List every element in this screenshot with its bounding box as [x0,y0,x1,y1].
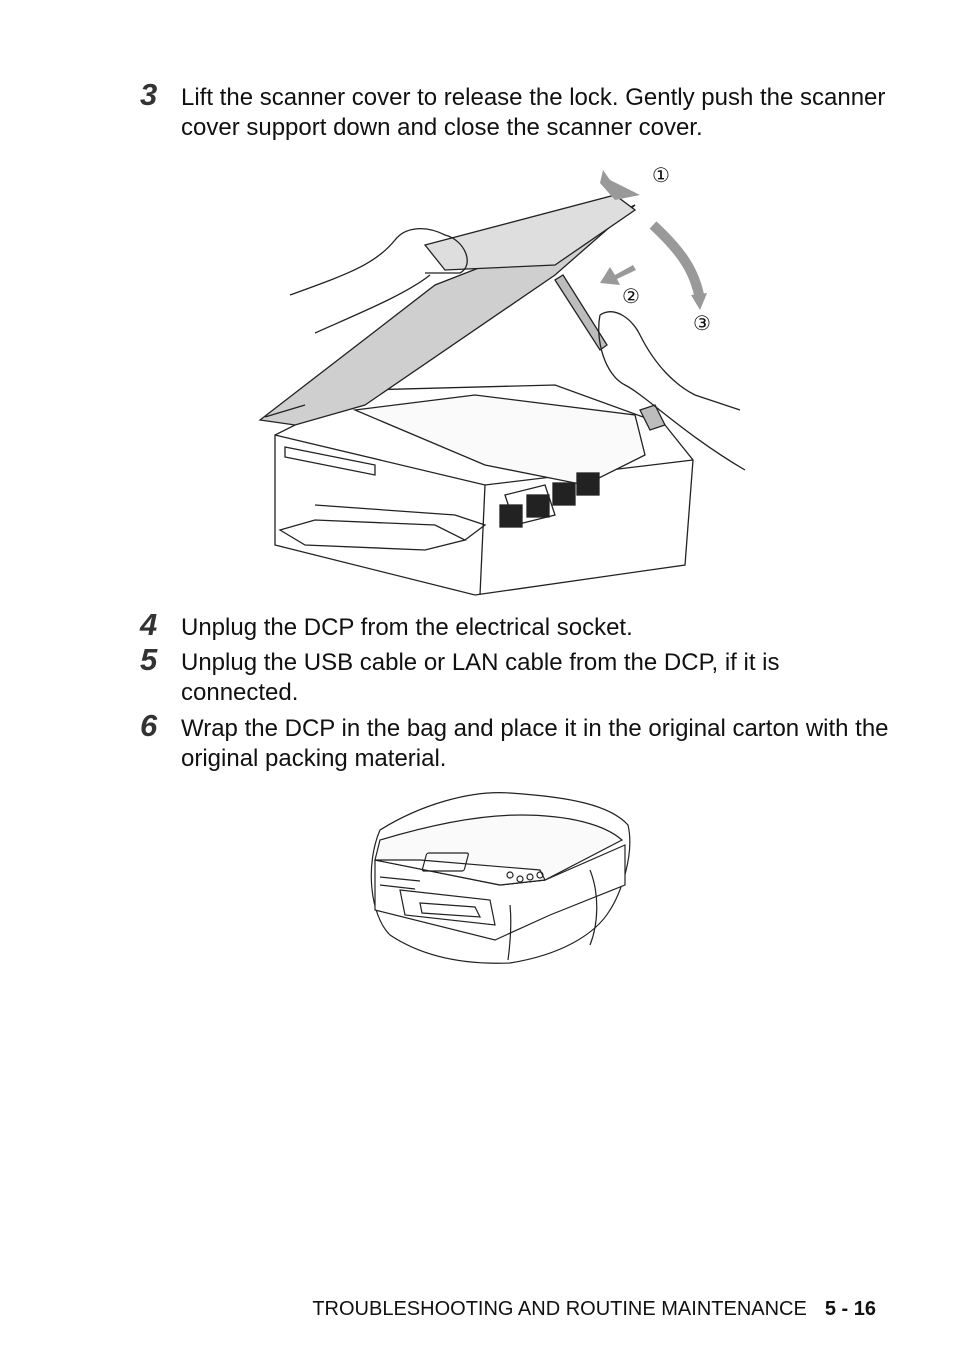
bagged-dcp-illustration [370,792,631,964]
footer-section-title: TROUBLESHOOTING AND ROUTINE MAINTENANCE [312,1298,807,1320]
page-footer: TROUBLESHOOTING AND ROUTINE MAINTENANCE 5… [312,1298,876,1321]
step-number: 3 [140,77,158,112]
callout-2: ② [622,284,640,308]
callout-1: ① [652,163,670,187]
step-instruction: Unplug the USB cable or LAN cable from t… [181,649,780,706]
page-number: 5 - 16 [824,1298,876,1320]
callout-3: ③ [693,311,711,335]
step-number: 4 [140,607,158,642]
step-instruction: Lift the scanner cover to release the lo… [181,84,886,141]
step-number: 6 [140,708,158,743]
scanner-cover-illustration: ① ② ③ [258,163,746,596]
step-number: 5 [140,642,158,677]
step-instruction: Unplug the DCP from the electrical socke… [181,614,633,641]
step-instruction: Wrap the DCP in the bag and place it in … [181,715,889,772]
